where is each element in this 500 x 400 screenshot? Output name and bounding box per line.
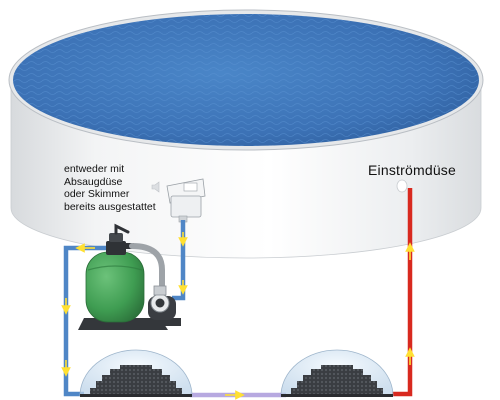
skimmer-icon — [166, 178, 206, 223]
sand-filter-icon — [78, 223, 168, 330]
pool-water-ripples — [13, 14, 479, 146]
solar-collector-right — [280, 349, 394, 397]
skimmer-note-line: oder Skimmer — [64, 188, 130, 200]
pump-icon — [145, 285, 181, 326]
inlet-nozzle-label: Einströmdüse — [368, 162, 456, 178]
skimmer-note: entweder mit Absaugdüse oder Skimmer ber… — [64, 163, 174, 213]
speaker-icon — [151, 181, 160, 193]
skimmer-note-line: Absaugdüse — [64, 175, 123, 188]
inlet-nozzle-icon — [396, 179, 408, 193]
solar-collector-left — [79, 349, 193, 397]
skimmer-note-line: bereits ausgestattet — [64, 200, 156, 213]
skimmer-note-line: entweder mit — [64, 163, 125, 175]
filter-pump-hose — [129, 243, 165, 291]
pool — [8, 9, 484, 259]
flow-arrows — [61, 232, 415, 400]
